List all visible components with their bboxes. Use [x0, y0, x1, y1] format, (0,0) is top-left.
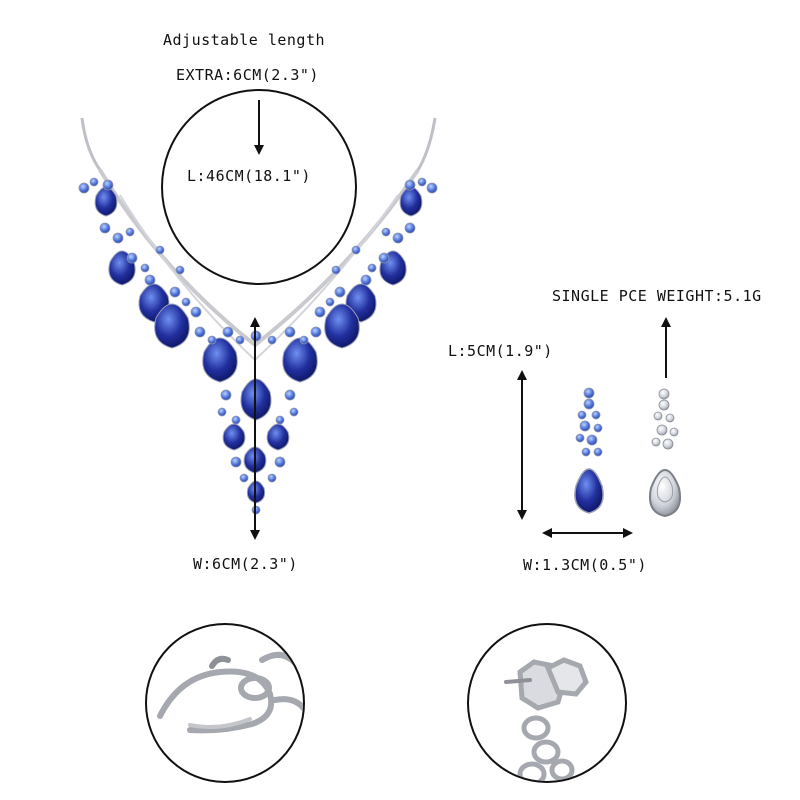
adjustable-length-label: Adjustable length: [163, 31, 326, 49]
earring-weight-label: SINGLE PCE WEIGHT:5.1G: [552, 287, 762, 305]
necklace-chain: [80, 117, 437, 171]
extra-length-label: EXTRA:6CM(2.3"): [176, 66, 319, 84]
necklace-length-label: L:46CM(18.1"): [187, 167, 311, 185]
earring-front: [574, 387, 604, 514]
necklace-width-label: W:6CM(2.3"): [193, 555, 298, 573]
length-circle: [161, 89, 357, 285]
necklace-body: [78, 168, 438, 515]
clasp-detail-icon: [145, 623, 305, 783]
earring-post-detail-icon: [467, 623, 627, 783]
earring-length-label: L:5CM(1.9"): [448, 342, 553, 360]
earring-back: [649, 388, 681, 518]
earring-width-label: W:1.3CM(0.5"): [523, 556, 647, 574]
